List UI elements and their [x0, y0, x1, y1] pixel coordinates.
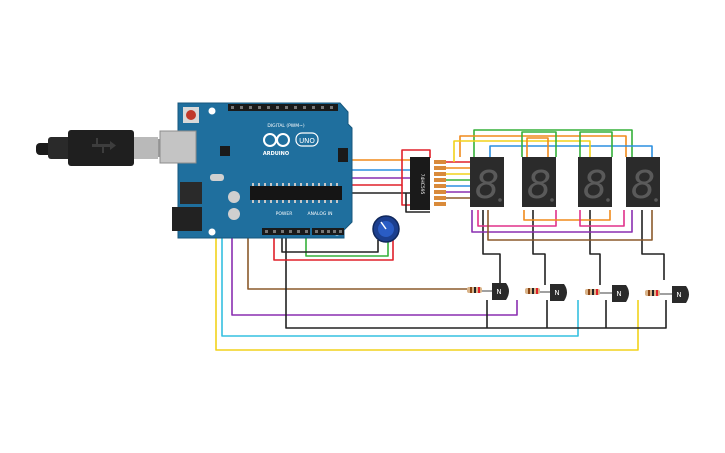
power-jack[interactable] [172, 207, 202, 231]
usb-chip [220, 146, 230, 156]
npn-transistor-2[interactable]: N [550, 284, 567, 301]
display-body [626, 157, 660, 207]
seven-segment-display-4[interactable]: 8 [626, 157, 660, 207]
digital-header-pins [231, 106, 333, 109]
crystal [210, 174, 224, 181]
wire-bus-green-mid[interactable] [521, 131, 557, 157]
wire-red-sr-low[interactable] [401, 185, 412, 206]
shift-register[interactable]: 74HC595 [410, 157, 430, 210]
wire-green-pot[interactable] [305, 228, 389, 257]
wire-bus-orange-mid[interactable] [526, 137, 549, 157]
wire-bus-green-mid2[interactable] [579, 131, 613, 157]
digital-header-label: DIGITAL (PWM~) [267, 123, 305, 129]
wire-bus-purple-bottom[interactable] [471, 210, 633, 233]
potentiometer-indicator [380, 221, 387, 230]
display-dp [498, 198, 502, 202]
display-digit: 8 [631, 163, 655, 207]
wire-bus-pink-bottom2[interactable] [579, 210, 625, 227]
wires [215, 103, 672, 351]
display-dp [606, 198, 610, 202]
display-body [522, 157, 556, 207]
usb-cable[interactable] [36, 130, 164, 166]
segment-resistors[interactable] [434, 160, 446, 206]
wire-black-d3[interactable] [589, 210, 601, 285]
display-digit: 8 [475, 163, 499, 207]
npn-transistor-3[interactable]: N [612, 285, 629, 302]
capacitor [228, 191, 240, 203]
power-header[interactable] [262, 228, 310, 235]
wire-black-d2[interactable] [532, 210, 546, 285]
power-header-label: POWER [276, 211, 293, 217]
reset-button[interactable] [186, 110, 196, 120]
usb-port[interactable] [159, 130, 197, 164]
transistor-label: N [496, 288, 501, 296]
usb-icon [92, 138, 116, 153]
digital-header[interactable] [228, 104, 338, 111]
base-resistor-3[interactable] [585, 289, 600, 295]
transistor-label: N [554, 289, 559, 297]
analog-header-label: ANALOG IN [307, 211, 332, 217]
regulator [180, 182, 202, 204]
display-digit: 8 [583, 163, 607, 207]
display-dp [654, 198, 658, 202]
transistor-label: N [616, 290, 621, 298]
wire-bus-brown-bottom[interactable] [487, 210, 653, 241]
usb-plug-metal [134, 137, 158, 159]
usb-cable-body [48, 137, 72, 159]
uno-badge-text: UNO [299, 137, 315, 145]
bottom-header-pins [265, 230, 342, 233]
wire-black-d1[interactable] [482, 210, 501, 285]
board-pcb [177, 102, 353, 239]
capacitor [228, 208, 240, 220]
mount-hole [208, 107, 216, 115]
wire-bus-pink-bottom[interactable] [477, 210, 557, 227]
npn-transistor-4[interactable]: N [672, 286, 689, 303]
seven-segment-display-3[interactable]: 8 [578, 157, 612, 207]
wire-black-d4[interactable] [641, 210, 665, 280]
display-body [470, 157, 504, 207]
wire-black-ground[interactable] [285, 210, 667, 329]
seven-segment-display-1[interactable]: 8 [470, 157, 504, 207]
mount-hole [208, 228, 216, 236]
wire-bus-green-top[interactable] [473, 129, 633, 157]
base-resistor-2[interactable] [525, 288, 540, 294]
atmega-chip [250, 186, 342, 200]
icsp-header [338, 148, 348, 162]
arduino-logo [263, 133, 290, 147]
arduino-board[interactable]: DIGITAL (PWM~) ARDUINO UNO POWER ANALOG … [159, 102, 353, 239]
arduino-logo-text: ARDUINO [263, 151, 289, 157]
usb-plug-grip [68, 130, 134, 166]
wire-black-sr-low[interactable] [405, 193, 430, 213]
shift-register-body [410, 157, 430, 210]
potentiometer[interactable] [372, 215, 400, 243]
base-resistor-1[interactable] [467, 287, 482, 293]
atmega-pins [252, 183, 338, 203]
wire-bus-orange-bottom[interactable] [523, 210, 611, 221]
uno-badge [295, 132, 319, 147]
wire-red-sr-top[interactable] [275, 149, 431, 186]
wire-black-pot[interactable] [281, 228, 379, 253]
display-digit: 8 [527, 163, 551, 207]
transistor-label: N [676, 291, 681, 299]
wire-bus-blue-top[interactable] [489, 145, 653, 157]
base-resistor-4[interactable] [645, 290, 660, 296]
shift-register-label: 74HC595 [419, 174, 425, 195]
display-dp [550, 198, 554, 202]
seven-segment-display-2[interactable]: 8 [522, 157, 556, 207]
npn-transistor-1[interactable]: N [492, 283, 509, 300]
display-body [578, 157, 612, 207]
